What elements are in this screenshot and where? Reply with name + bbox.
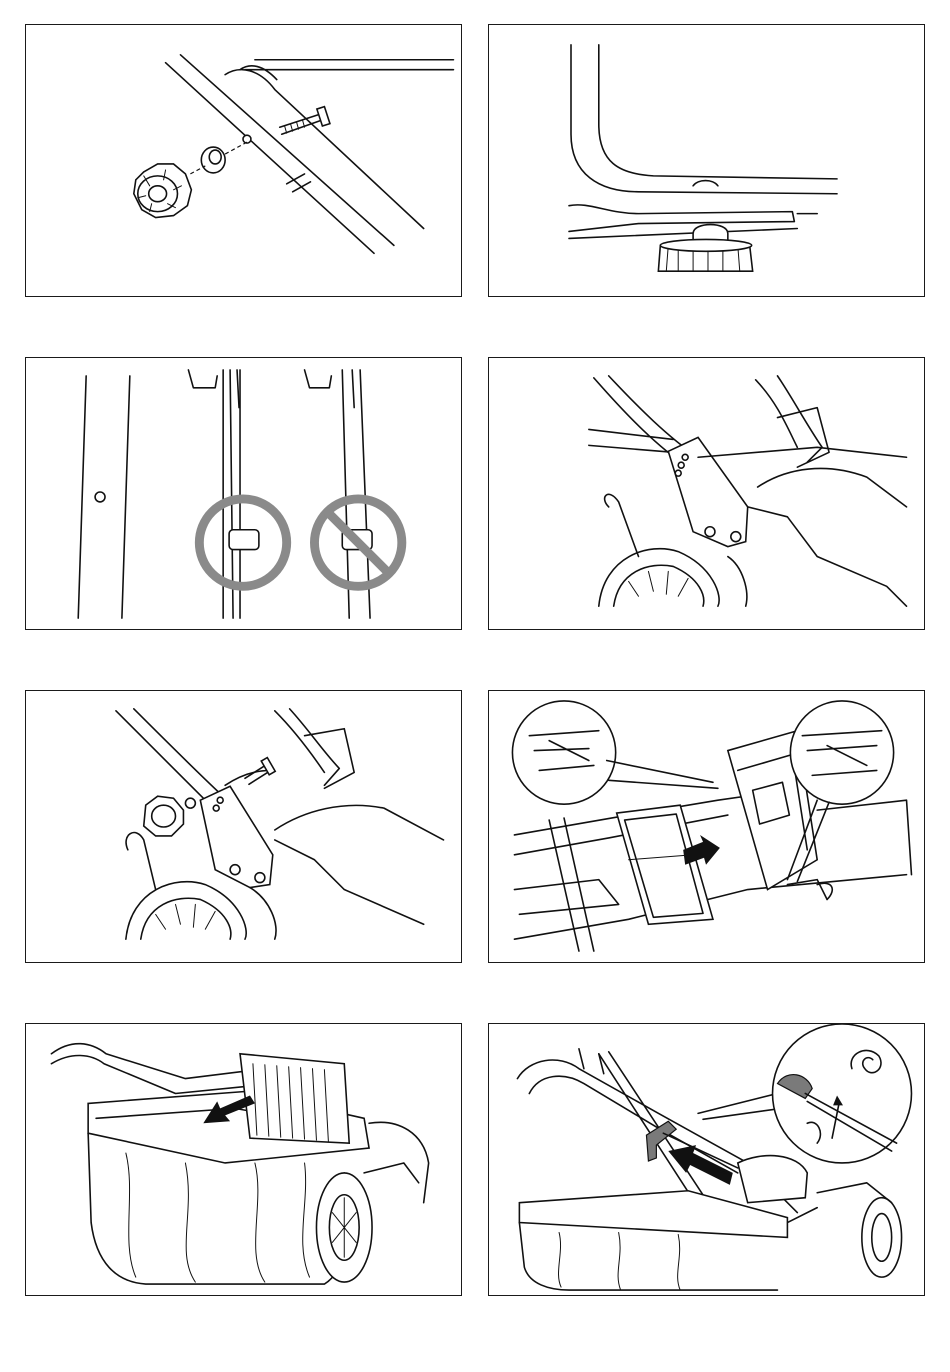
handle-knob-illustration [489,25,924,296]
figure-panel-handle-knob [488,24,925,297]
figure-panel-cable-clip [25,357,462,630]
figure-panel-knob-bolt [25,24,462,297]
figure-panel-starter-pull [488,1023,925,1296]
figure-panel-grass-box-attach [25,1023,462,1296]
handle-bracket-illustration [489,358,924,629]
figure-panel-grass-box-frame [488,690,925,963]
cable-clip-illustration [26,358,461,629]
grass-box-attach-illustration [26,1024,461,1295]
starter-pull-illustration [489,1024,924,1295]
knob-bolt-illustration [26,25,461,296]
bracket-bolt-knob-illustration [26,691,461,962]
grass-box-frame-illustration [489,691,924,962]
figure-panel-bracket-bolt-knob [25,690,462,963]
figure-panel-handle-bracket [488,357,925,630]
